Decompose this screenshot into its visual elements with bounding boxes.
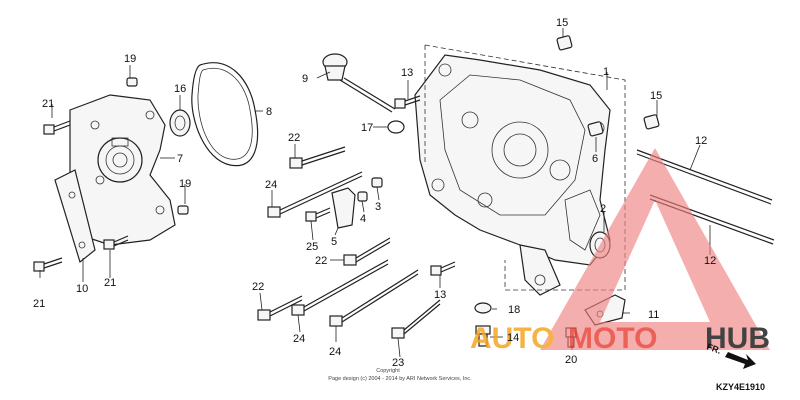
callout-20: 20 [565, 354, 577, 366]
callout-9: 9 [302, 73, 308, 85]
gasket-ring [191, 62, 259, 167]
callout-15: 15 [556, 17, 568, 29]
callout-21c: 21 [104, 277, 116, 289]
drain-bolt [475, 325, 491, 347]
callout-4: 4 [360, 213, 366, 225]
copyright-line-2: Page design (c) 2004 - 2014 by ARI Netwo… [328, 376, 472, 382]
callout-24b: 24 [293, 333, 305, 345]
spacer-collar [357, 191, 368, 202]
oil-seal [169, 109, 191, 137]
callout-10: 10 [76, 283, 88, 295]
front-direction-arrow: FR. [705, 342, 756, 369]
callout-23: 23 [392, 357, 404, 369]
flange-bolt [257, 146, 441, 339]
callout-19b: 19 [179, 178, 191, 190]
watermark-triangle [540, 148, 770, 350]
callout-12: 12 [695, 135, 707, 147]
sensor-bracket [331, 187, 356, 229]
callout-19: 19 [124, 53, 136, 65]
callout-3: 3 [375, 201, 381, 213]
dowel-pin [126, 77, 138, 87]
spacer-collar [371, 177, 383, 188]
dowel-pin [177, 205, 189, 215]
callout-21b: 21 [33, 298, 45, 310]
callout-15b: 15 [650, 90, 662, 102]
callout-22b: 22 [315, 255, 327, 267]
callout-labels: 1 2 3 4 5 6 7 8 9 10 11 12 12 13 13 14 1… [33, 17, 716, 369]
direction-label: FR. [705, 342, 722, 356]
callout-14: 14 [507, 332, 519, 344]
watermark-auto: AUTO [470, 322, 554, 355]
callout-1: 1 [603, 66, 609, 78]
callout-22: 22 [288, 132, 300, 144]
sealing-washer [474, 302, 492, 314]
callout-11: 11 [648, 309, 659, 321]
o-ring [387, 120, 405, 134]
watermark-hub: HUB [705, 322, 770, 355]
callout-17: 17 [361, 122, 373, 134]
watermark-moto: MOTO [568, 322, 657, 355]
short-bolt [33, 95, 456, 276]
oil-dipstick [322, 53, 396, 113]
copyright-line-1: Copyright [376, 368, 400, 374]
callout-5: 5 [331, 236, 337, 248]
callout-12b: 12 [704, 255, 716, 267]
callout-24: 24 [265, 179, 277, 191]
watermark-logo: AUTO MOTO HUB [470, 148, 770, 355]
dowel-pin [643, 114, 660, 130]
callout-21: 21 [42, 98, 54, 110]
dowel-pin [587, 121, 604, 137]
cover-plate [69, 94, 176, 246]
figure-code: KZY4E1910 [716, 382, 765, 392]
callout-13b: 13 [434, 289, 446, 301]
callout-6: 6 [592, 153, 598, 165]
callout-25: 25 [306, 241, 318, 253]
callout-22c: 22 [252, 281, 264, 293]
callout-7: 7 [177, 153, 183, 165]
callout-16: 16 [174, 83, 186, 95]
bracket-plate [54, 169, 96, 264]
gasket-ring-inner [197, 68, 253, 160]
callout-13: 13 [401, 67, 413, 79]
callout-2: 2 [600, 203, 606, 215]
callout-24c: 24 [329, 346, 341, 358]
crankcase-half [414, 54, 611, 296]
callout-18: 18 [508, 304, 520, 316]
callout-8: 8 [266, 106, 272, 118]
dowel-pin [556, 35, 573, 51]
